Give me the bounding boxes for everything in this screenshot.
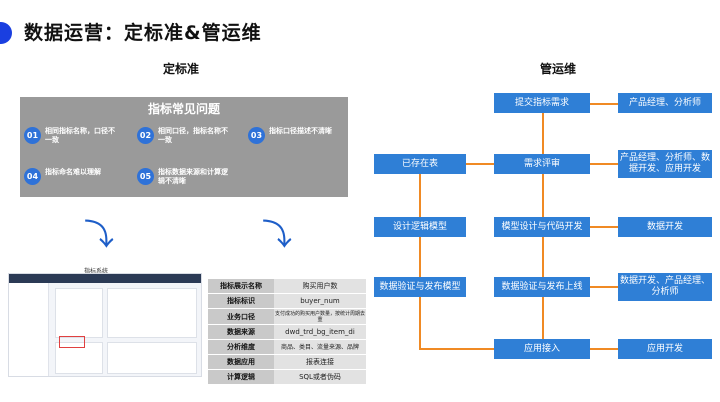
flow-connector bbox=[590, 103, 618, 105]
issue-text: 指标口径描述不清晰 bbox=[269, 127, 332, 135]
table-value: SQL或者伪码 bbox=[274, 370, 366, 384]
table-key: 计算逻辑 bbox=[208, 370, 274, 384]
issue-number: 02 bbox=[137, 127, 154, 144]
issue-text: 指标数据来源和计算逻辑不清晰 bbox=[158, 168, 228, 185]
table-value: 支付成功的购买用户数量，按统计周期去重 bbox=[274, 309, 366, 324]
table-row: 分析维度 商品、类目、流量来源、品牌 bbox=[208, 340, 366, 354]
flow-role-review: 产品经理、分析师、数据开发、应用开发 bbox=[618, 150, 712, 178]
flow-step-validate-publish-model: 数据验证与发布模型 bbox=[374, 277, 466, 297]
issue-number: 03 bbox=[248, 127, 265, 144]
table-value: buyer_num bbox=[274, 294, 366, 308]
table-row: 数据应用 报表连接 bbox=[208, 355, 366, 369]
screenshot-topbar bbox=[9, 274, 201, 283]
issues-panel-title: 指标常见问题 bbox=[147, 102, 220, 116]
page-title: 数据运营：定标准&管运维 bbox=[24, 22, 262, 44]
flow-role-apply: 应用开发 bbox=[618, 339, 712, 359]
table-key: 业务口径 bbox=[208, 309, 274, 324]
flow-connector bbox=[542, 172, 544, 217]
flow-step-submit-request: 提交指标需求 bbox=[494, 93, 590, 113]
issue-number: 04 bbox=[24, 168, 41, 185]
table-key: 数据来源 bbox=[208, 325, 274, 339]
flow-connector bbox=[590, 286, 618, 288]
table-value: 购买用户数 bbox=[274, 279, 366, 293]
issues-panel: 指标常见问题 01 相同指标名称，口径不一致 02 相同口径，指标名称不一致 0… bbox=[20, 97, 348, 197]
table-key: 分析维度 bbox=[208, 340, 274, 354]
flow-role-design: 数据开发 bbox=[618, 217, 712, 237]
issue-text: 指标命名难以理解 bbox=[45, 168, 101, 176]
flow-connector bbox=[542, 296, 544, 340]
table-value: 商品、类目、流量来源、品牌 bbox=[274, 340, 366, 354]
flow-step-validate-publish-online: 数据验证与发布上线 bbox=[494, 277, 590, 297]
screenshot-panel bbox=[107, 342, 197, 374]
table-row: 业务口径 支付成功的购买用户数量，按统计周期去重 bbox=[208, 309, 366, 324]
issue-number: 01 bbox=[24, 127, 41, 144]
table-value: 报表连接 bbox=[274, 355, 366, 369]
flow-step-model-design-dev: 模型设计与代码开发 bbox=[494, 217, 590, 237]
flow-connector bbox=[466, 163, 494, 165]
flow-connector bbox=[419, 348, 494, 350]
flow-connector bbox=[590, 348, 618, 350]
screenshot-panel bbox=[55, 288, 103, 338]
table-value: dwd_trd_bg_item_di bbox=[274, 325, 366, 339]
flow-step-existing-table: 已存在表 bbox=[374, 154, 466, 174]
issue-item: 05 指标数据来源和计算逻辑不清晰 bbox=[137, 168, 232, 186]
screenshot-panel bbox=[107, 288, 197, 338]
screenshot-sidebar bbox=[9, 283, 49, 376]
flow-step-logical-model: 设计逻辑模型 bbox=[374, 217, 466, 237]
issue-item: 04 指标命名难以理解 bbox=[24, 168, 135, 185]
table-key: 指标标识 bbox=[208, 294, 274, 308]
issue-text: 相同指标名称，口径不一致 bbox=[45, 127, 115, 144]
flow-connector bbox=[542, 112, 544, 154]
flow-connector bbox=[419, 296, 421, 349]
title-accent bbox=[0, 22, 12, 44]
table-row: 指标展示名称 购买用户数 bbox=[208, 279, 366, 293]
issue-number: 05 bbox=[137, 168, 154, 185]
flow-role-validate: 数据开发、产品经理、分析师 bbox=[618, 273, 712, 301]
issue-item: 01 相同指标名称，口径不一致 bbox=[24, 127, 117, 145]
curved-arrow-down-icon: ⤵ bbox=[84, 218, 114, 253]
flow-connector bbox=[590, 163, 618, 165]
table-key: 数据应用 bbox=[208, 355, 274, 369]
table-row: 数据来源 dwd_trd_bg_item_di bbox=[208, 325, 366, 339]
issue-item: 02 相同口径，指标名称不一致 bbox=[137, 127, 230, 145]
section-heading-standards: 定标准 bbox=[163, 62, 200, 76]
issue-text: 相同口径，指标名称不一致 bbox=[158, 127, 228, 144]
flow-connector bbox=[590, 226, 618, 228]
flow-step-requirement-review: 需求评审 bbox=[494, 154, 590, 174]
table-row: 计算逻辑 SQL或者伪码 bbox=[208, 370, 366, 384]
section-heading-operations: 管运维 bbox=[540, 62, 577, 76]
flow-connector bbox=[419, 236, 421, 278]
indicator-system-screenshot bbox=[8, 273, 202, 377]
table-row: 指标标识 buyer_num bbox=[208, 294, 366, 308]
flow-connector bbox=[419, 172, 421, 217]
curved-arrow-down-icon: ⤵ bbox=[262, 218, 292, 253]
flow-connector bbox=[542, 236, 544, 278]
flow-role-submit: 产品经理、分析师 bbox=[618, 93, 712, 113]
flow-step-app-integration: 应用接入 bbox=[494, 339, 590, 359]
screenshot-highlight-box bbox=[59, 336, 85, 348]
screenshot-caption: 指标系统 bbox=[84, 268, 109, 275]
issue-item: 03 指标口径描述不清晰 bbox=[248, 127, 359, 144]
table-key: 指标展示名称 bbox=[208, 279, 274, 293]
